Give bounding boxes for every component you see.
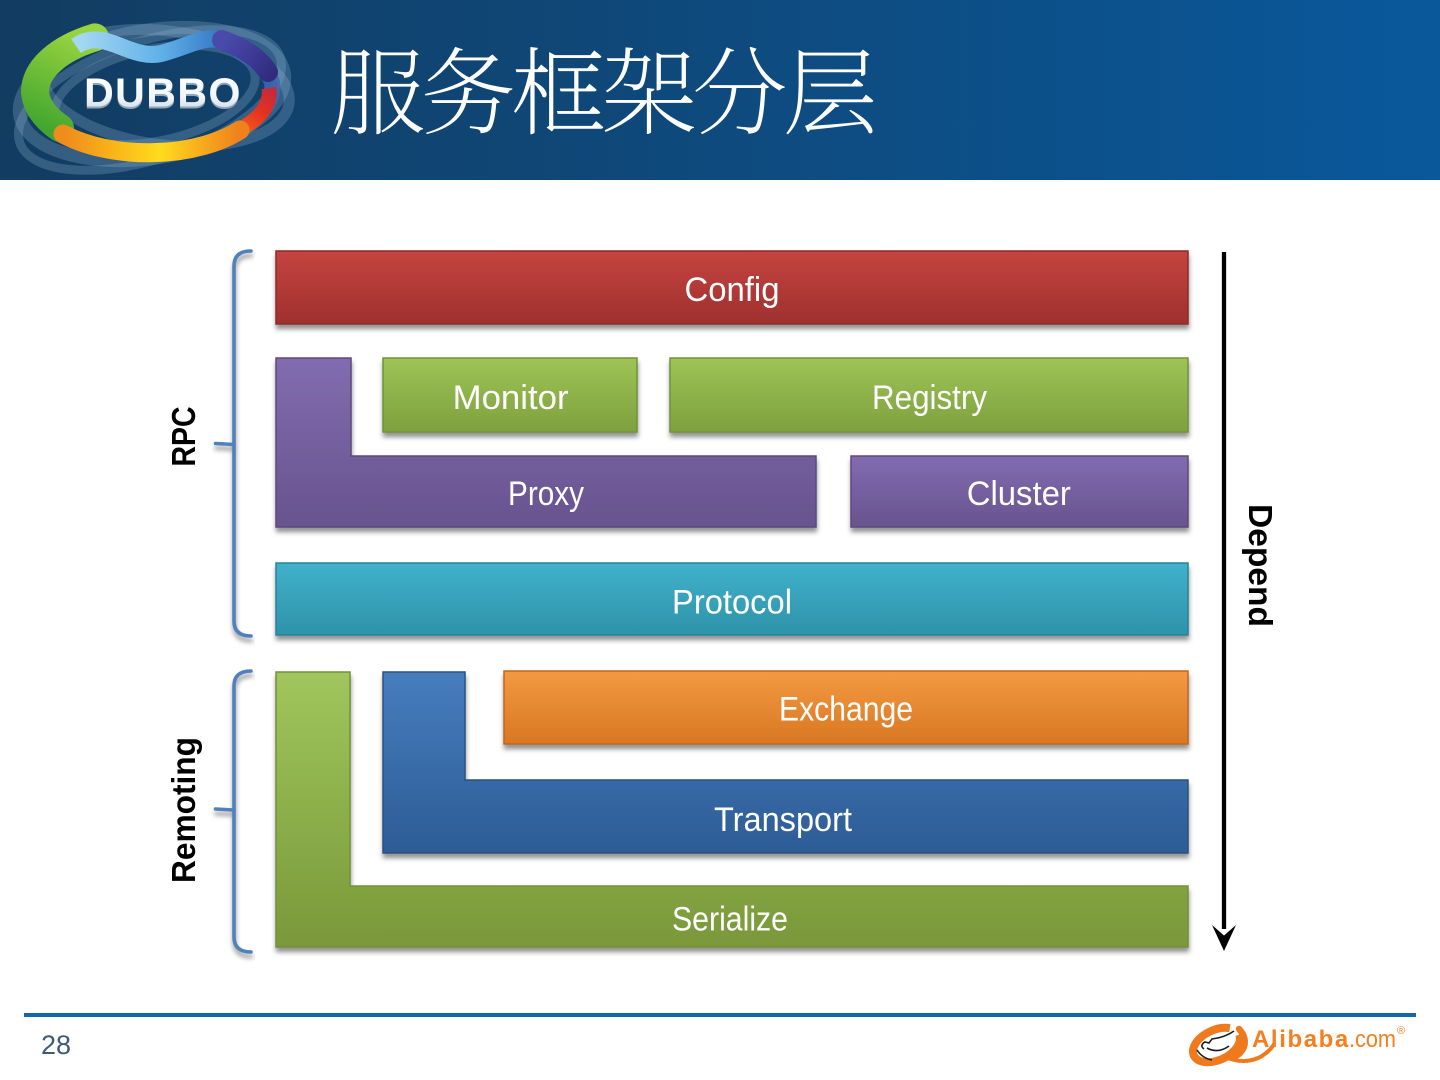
- svg-text:RPC: RPC: [165, 407, 202, 467]
- svg-text:Monitor: Monitor: [453, 379, 569, 417]
- svg-text:28: 28: [41, 1030, 71, 1060]
- svg-text:Transport: Transport: [714, 801, 853, 839]
- svg-text:Protocol: Protocol: [672, 584, 792, 622]
- svg-text:Proxy: Proxy: [508, 475, 584, 513]
- svg-text:®: ®: [1397, 1025, 1405, 1037]
- svg-text:Config: Config: [685, 271, 780, 309]
- svg-text:Exchange: Exchange: [779, 691, 913, 729]
- svg-text:DUBBO: DUBBO: [84, 72, 242, 118]
- svg-text:DUBBO: DUBBO: [84, 70, 242, 116]
- svg-text:Remoting: Remoting: [165, 737, 202, 883]
- svg-text:Cluster: Cluster: [967, 475, 1071, 513]
- svg-text:Depend: Depend: [1242, 504, 1279, 627]
- svg-text:Serialize: Serialize: [672, 901, 788, 939]
- svg-text:Registry: Registry: [872, 379, 987, 417]
- svg-text:.com: .com: [1349, 1026, 1396, 1053]
- svg-text:Alibaba: Alibaba: [1252, 1026, 1350, 1053]
